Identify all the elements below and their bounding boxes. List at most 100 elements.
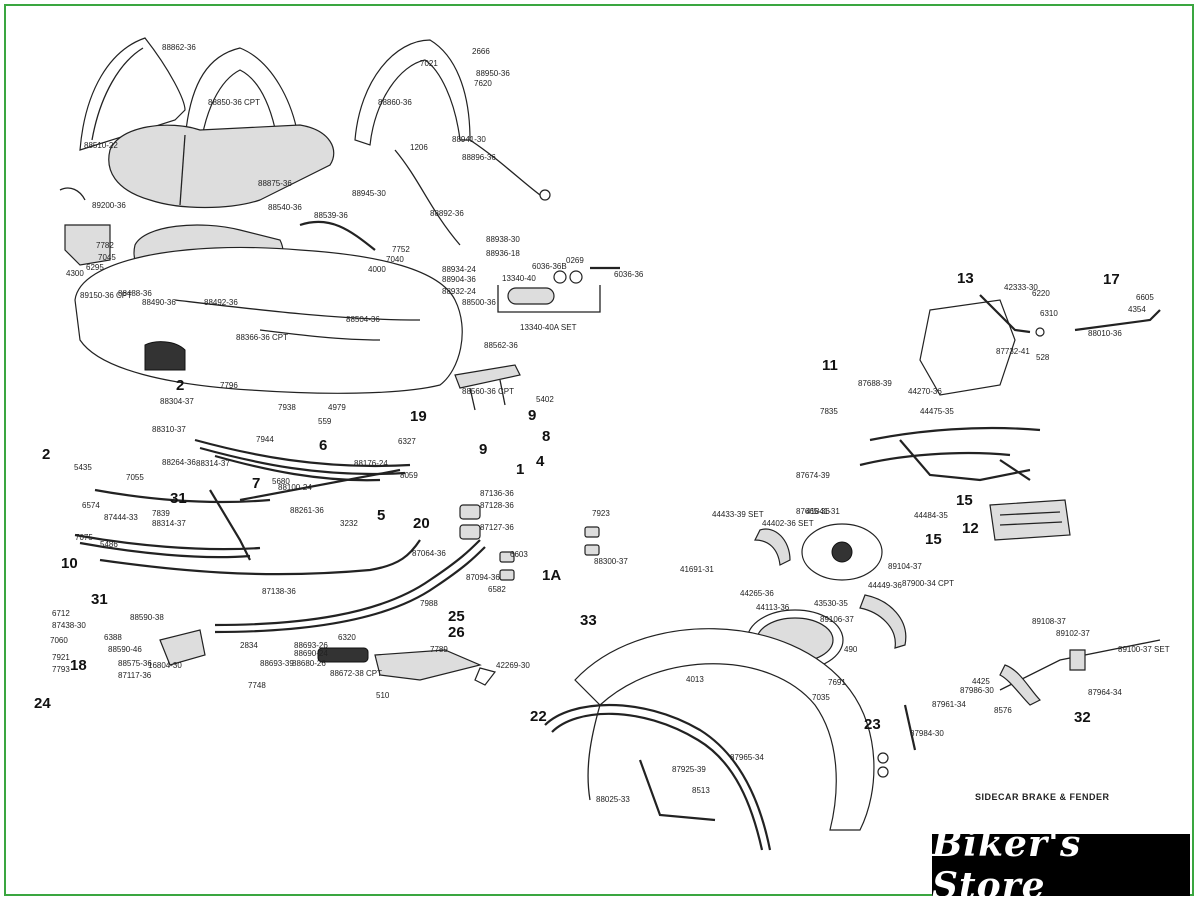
part-number-label: 7988 (420, 599, 438, 608)
part-number-label: 88936-18 (486, 249, 520, 258)
part-number-label: 6310 (1040, 309, 1058, 318)
callout-number: 8 (542, 428, 550, 445)
callout-number-repeat: 9 (479, 441, 487, 458)
part-number-label: 4979 (328, 403, 346, 412)
frame-tube (94, 468, 421, 576)
brake-cable-32 (999, 639, 1161, 706)
part-number-label: 7839 (152, 509, 170, 518)
part-number-label: 89150-36 CPT (80, 291, 132, 300)
part-number-label: 88540-36 (268, 203, 302, 212)
part-number-label: 1206 (410, 143, 428, 152)
part-number-label: 89200-36 (92, 201, 126, 210)
clamp-parts (459, 504, 600, 581)
callout-number-repeat: 15 (925, 531, 942, 548)
part-number-label: 6712 (52, 609, 70, 618)
callout-number: 12 (962, 520, 979, 537)
part-number-label: 7923 (592, 509, 610, 518)
part-number-label: 88590-46 (108, 645, 142, 654)
part-number-label: 87138-36 (262, 587, 296, 596)
part-number-label: 4000 (368, 265, 386, 274)
springs-bottom (317, 647, 497, 686)
part-number-label: 7782 (96, 241, 114, 250)
part-number-label: 6582 (488, 585, 506, 594)
callout-number: 10 (61, 555, 78, 572)
part-number-label: 88500-36 (462, 298, 496, 307)
part-number-label: 6327 (398, 437, 416, 446)
part-number-label: 7921 (52, 653, 70, 662)
part-number-label: 43530-35 (814, 599, 848, 608)
part-number-label: 88892-36 (430, 209, 464, 218)
part-number-label: 7040 (386, 255, 404, 264)
part-number-label: 528 (1036, 353, 1050, 362)
fender-brace (544, 703, 772, 851)
part-number-label: 6388 (104, 633, 122, 642)
part-number-label: 88896-36 (462, 153, 496, 162)
part-number-label: 5680 (272, 477, 290, 486)
part-number-label: 510 (376, 691, 390, 700)
part-number-label: 87900-34 CPT (902, 579, 954, 588)
callout-number: 6 (319, 437, 327, 454)
part-number-label: 88672-38 CPT (330, 669, 382, 678)
part-number-label: 44484-35 (914, 511, 948, 520)
part-number-label: 0269 (566, 256, 584, 265)
part-number-label: 87128-36 (480, 501, 514, 510)
seat-cushion (108, 124, 335, 209)
part-number-label: 7035 (812, 693, 830, 702)
part-number-label: 89106-37 (820, 615, 854, 624)
part-number-label: 7944 (256, 435, 274, 444)
part-number-label: 88510-22 (84, 141, 118, 150)
part-number-label: 88100-24 (278, 483, 312, 492)
part-number-label: 87961-34 (932, 700, 966, 709)
part-number-label: 88938-30 (486, 235, 520, 244)
part-number-label: 8059 (400, 471, 418, 480)
part-number-label: 87965-34 (730, 753, 764, 762)
part-number-label: 13340-40A SET (520, 323, 577, 332)
brake-rod-17 (1074, 309, 1161, 332)
part-number-label: 88539-36 (314, 211, 348, 220)
callout-number: 31 (170, 490, 187, 507)
part-number-label: 7055 (126, 473, 144, 482)
callout-number: 22 (530, 708, 547, 725)
callout-number: 9 (528, 407, 536, 424)
footboard-right (989, 499, 1071, 541)
part-number-label: 88562-36 (484, 341, 518, 350)
callout-number-repeat: 31 (91, 591, 108, 608)
part-number-label: 6320 (338, 633, 356, 642)
callout-number: 25 (448, 608, 465, 625)
part-number-label: 7021 (420, 59, 438, 68)
part-number-label: 7938 (278, 403, 296, 412)
part-number-label: 87732-41 (996, 347, 1030, 356)
part-number-label: 87986-30 (960, 686, 994, 695)
callout-number: 5 (377, 507, 385, 524)
part-number-label: 7691 (828, 678, 846, 687)
part-number-label: 88025-33 (596, 795, 630, 804)
bolt-23 (877, 704, 917, 778)
part-number-label: 88934-24 (442, 265, 476, 274)
sidecar-frame-right (859, 299, 1041, 482)
part-number-label: 88875-36 (258, 179, 292, 188)
part-number-label: 88941-30 (452, 135, 486, 144)
callout-number-repeat: 2 (42, 446, 50, 463)
tie-rod (214, 539, 486, 634)
part-number-label: 87136-36 (480, 489, 514, 498)
callout-number: 13 (957, 270, 974, 287)
part-number-label: 42269-30 (496, 661, 530, 670)
part-number-label: 6605 (1136, 293, 1154, 302)
part-number-label: 6220 (1032, 289, 1050, 298)
part-number-label: 4300 (66, 269, 84, 278)
footboard-small (159, 629, 206, 666)
part-number-label: 88504-36 (346, 315, 380, 324)
part-number-label: 88862-36 (162, 43, 196, 52)
part-number-label: 44402-36 SET (762, 519, 814, 528)
windshield-left (79, 37, 186, 151)
part-number-label: 87964-34 (1088, 688, 1122, 697)
bracket-left (59, 187, 111, 266)
callout-number: 17 (1103, 271, 1120, 288)
callout-number: 2 (176, 377, 184, 394)
part-number-label: 7045 (98, 253, 116, 262)
callout-number: 7 (252, 475, 260, 492)
part-number-label: 7789 (430, 645, 448, 654)
part-number-label: 44265-36 (740, 589, 774, 598)
